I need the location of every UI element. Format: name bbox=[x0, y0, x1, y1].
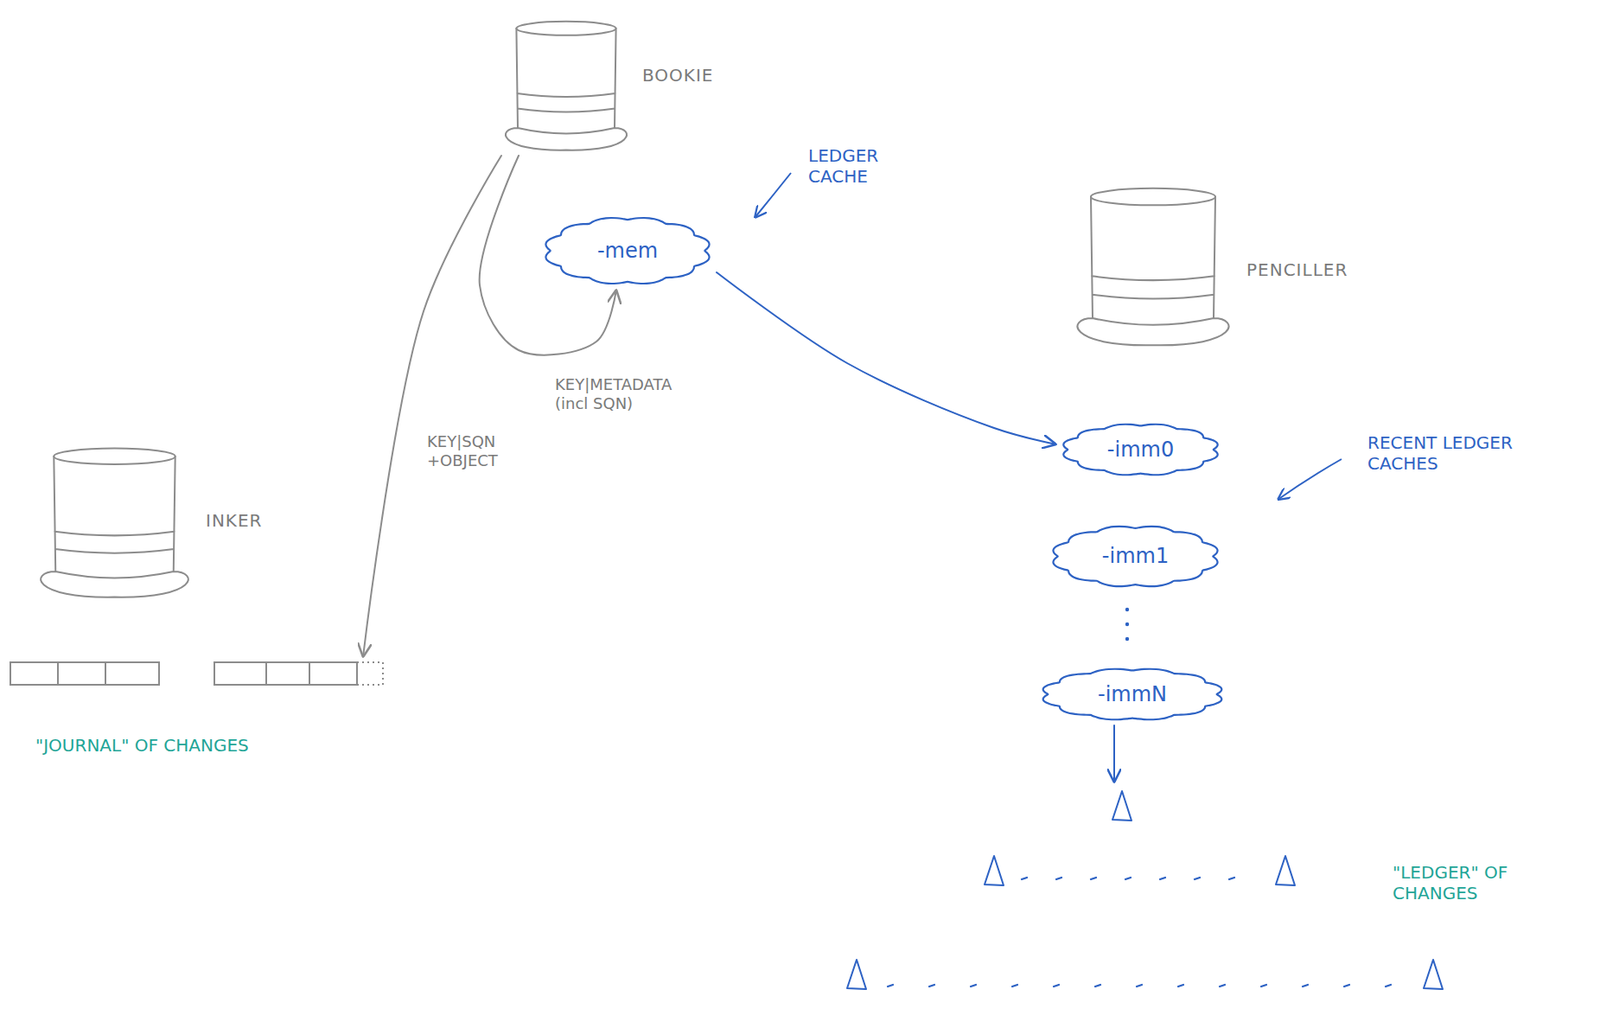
ledger-file-ellipsis bbox=[929, 984, 935, 987]
journal-file-pending bbox=[356, 662, 383, 685]
leader-arrow bbox=[754, 172, 791, 218]
cloud-path bbox=[1043, 669, 1223, 720]
flow-arrow bbox=[363, 155, 502, 657]
top-hat-actor: BOOKIE bbox=[497, 17, 714, 156]
ledger-file-ellipsis bbox=[1344, 984, 1350, 987]
store-caption: "LEDGER" OF CHANGES bbox=[1392, 861, 1540, 904]
cloud-path bbox=[1052, 526, 1218, 587]
journal-file bbox=[10, 662, 58, 685]
ledger-file-ellipsis bbox=[1012, 984, 1018, 987]
cache-cloud: -immN bbox=[1035, 662, 1230, 726]
ledger-file-ellipsis bbox=[1056, 877, 1062, 880]
ledger-file bbox=[1423, 959, 1443, 989]
cache-cloud: -imm1 bbox=[1045, 520, 1225, 593]
journal-file bbox=[309, 662, 357, 685]
ledger-file-ellipsis bbox=[1095, 984, 1101, 987]
cache-name: -imm1 bbox=[1102, 543, 1169, 569]
ledger-file bbox=[1112, 790, 1132, 821]
flow-arrow bbox=[1113, 725, 1116, 783]
ledger-file-ellipsis bbox=[1136, 984, 1142, 987]
hat-body bbox=[1077, 197, 1230, 346]
ledger-file-ellipsis bbox=[887, 984, 893, 987]
flow-label: KEY|METADATA (incl SQN) bbox=[553, 373, 711, 415]
ledger-file bbox=[1275, 855, 1295, 886]
cache-name: -imm0 bbox=[1107, 437, 1174, 463]
top-hat-outline bbox=[1066, 183, 1240, 352]
hat-top bbox=[516, 21, 616, 36]
callout-note: RECENT LEDGER CACHES bbox=[1367, 432, 1567, 474]
journal-file bbox=[214, 662, 267, 685]
hat-top bbox=[1090, 188, 1216, 206]
ledger-file-ellipsis bbox=[1178, 984, 1184, 987]
ledger-file-ellipsis bbox=[1053, 984, 1059, 987]
ledger-file-ellipsis bbox=[1125, 877, 1131, 880]
ledger-file-ellipsis bbox=[1090, 877, 1097, 880]
actor-name: INKER bbox=[205, 509, 263, 531]
top-hat-actor: PENCILLER bbox=[1066, 183, 1348, 352]
ledger-file-ellipsis bbox=[1021, 877, 1027, 880]
ledger-file bbox=[847, 959, 867, 989]
ellipsis-dots bbox=[1125, 607, 1129, 641]
hat-top bbox=[53, 448, 175, 466]
cache-cloud: -imm0 bbox=[1056, 418, 1225, 481]
flow-label: KEY|SQN +OBJECT bbox=[425, 430, 526, 472]
ledger-tree: "LEDGER" OF CHANGES bbox=[829, 782, 1582, 999]
ledger-file-ellipsis bbox=[1160, 877, 1166, 880]
hat-body bbox=[505, 28, 627, 151]
ledger-file-ellipsis bbox=[1385, 984, 1391, 987]
leader-arrow bbox=[1277, 458, 1342, 500]
cloud-path bbox=[1063, 424, 1218, 475]
top-hat-outline bbox=[497, 17, 636, 156]
ledger-file-ellipsis bbox=[970, 984, 976, 987]
ledger-file-ellipsis bbox=[1302, 984, 1308, 987]
ledger-file-ellipsis bbox=[1229, 877, 1235, 880]
journal-file bbox=[105, 662, 160, 685]
flow-arrow bbox=[479, 155, 617, 356]
ledger-file bbox=[984, 855, 1004, 886]
actor-name: BOOKIE bbox=[642, 64, 714, 86]
top-hat-outline bbox=[30, 443, 199, 604]
callout-note: LEDGER CACHE bbox=[808, 145, 904, 187]
cloud-path bbox=[545, 217, 709, 284]
flow-arrow bbox=[716, 272, 1057, 445]
cache-name: -mem bbox=[597, 238, 658, 264]
actor-name: PENCILLER bbox=[1246, 259, 1348, 281]
journal-files: "JOURNAL" OF CHANGES bbox=[8, 656, 389, 756]
store-caption: "JOURNAL" OF CHANGES bbox=[35, 734, 389, 756]
journal-file-row bbox=[8, 656, 389, 692]
cache-cloud: -mem bbox=[538, 211, 717, 290]
ledger-file-ellipsis bbox=[1261, 984, 1267, 987]
ledger-file-ellipsis bbox=[1194, 877, 1200, 880]
ledger-file-ellipsis bbox=[1219, 984, 1225, 987]
hat-body bbox=[40, 456, 189, 598]
journal-file bbox=[266, 662, 310, 685]
top-hat-actor: INKER bbox=[30, 443, 263, 604]
cache-name: -immN bbox=[1097, 682, 1167, 708]
journal-file bbox=[57, 662, 106, 685]
